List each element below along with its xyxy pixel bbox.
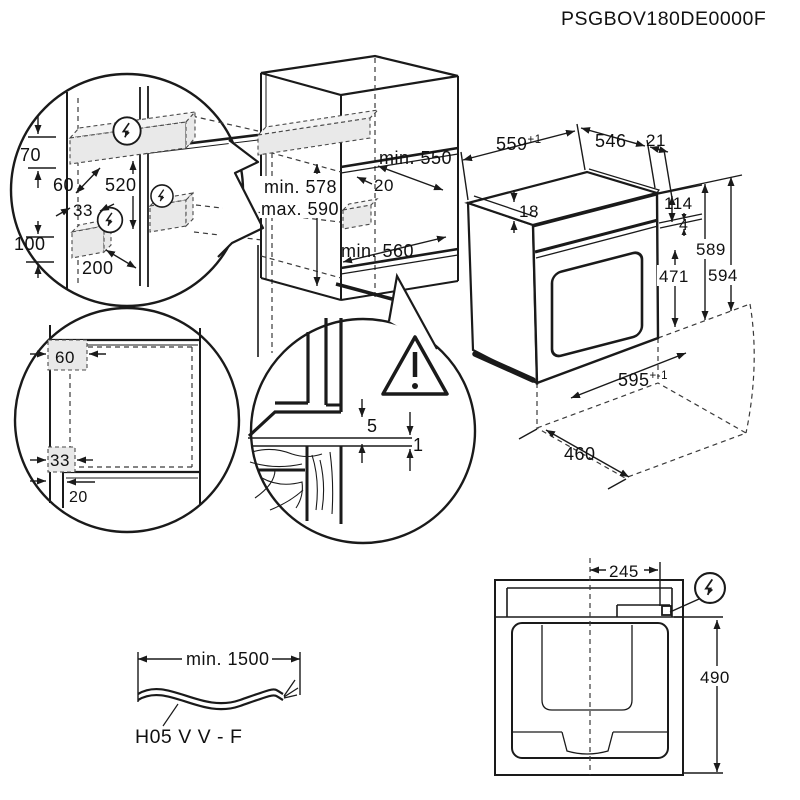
dim-panel-height: 114 (664, 194, 693, 213)
niche-front-detail-circle: 60 33 20 (13, 306, 241, 534)
wood-grain (249, 448, 334, 515)
dim-niche-height-min: min. 578 (264, 177, 337, 197)
dim-side-offset: 60 (53, 175, 74, 195)
dim-door-height: 471 (659, 267, 689, 286)
dim-front-width: 595+-1 (618, 370, 668, 390)
dim-lower-side-offset: 33 (73, 201, 93, 220)
dim-rear-clearance: 21 (646, 131, 666, 150)
dim-box-height: 520 (105, 175, 137, 195)
dim-top-recess: 18 (519, 202, 539, 221)
dim-plinth-inset: 20 (69, 489, 88, 506)
power-connection-icon (113, 117, 140, 144)
model-code: PSGBOV180DE0000F (561, 8, 766, 30)
cable-type-label: H05 V V - F (135, 726, 242, 748)
power-connection-icon (151, 185, 173, 207)
cabinet-drawing: min. 550 20 min. 578 max. 590 min. 560 (256, 54, 459, 357)
dim-front-lower-box-offset: 33 (50, 451, 70, 470)
dim-body-depth: 460 (564, 444, 596, 464)
dim-connection-offset: 245 (609, 562, 639, 581)
oven-door-handle (472, 351, 536, 383)
dim-niche-depth: min. 550 (379, 148, 452, 168)
oven-drawing: 559+1 546 21 18 114 4 471 589 594 595+-1… (460, 123, 755, 490)
dim-cable-length: min. 1500 (186, 649, 270, 669)
power-connection-icon (98, 208, 123, 233)
warning-icon (381, 335, 449, 396)
dim-cutout-width: 559+1 (496, 134, 542, 154)
power-connector (661, 605, 672, 616)
dim-frame-gap: 4 (679, 217, 688, 234)
wall-detail-circle: 70 60 520 33 100 200 (9, 72, 341, 308)
cabinet-junction-box (256, 109, 380, 156)
dim-lower-box-height: 100 (14, 234, 46, 254)
oven-door-window (550, 251, 644, 358)
dim-top-gap: 5 (367, 416, 378, 436)
front-junction-box-lower (47, 446, 76, 473)
dim-box-inset: 20 (374, 176, 394, 195)
cable (137, 679, 299, 711)
dim-body-width: 546 (595, 131, 627, 151)
power-connection-icon (695, 573, 725, 603)
detail-callout-arrow (217, 139, 265, 258)
power-cable-drawing: min. 1500 H05 V V - F (135, 648, 301, 748)
niche-junction-box (341, 198, 379, 230)
dim-niche-height-max: max. 590 (261, 199, 339, 219)
top-view-drawing: 245 490 (494, 558, 736, 776)
dim-front-top-box-offset: 60 (55, 348, 75, 367)
dim-niche-width: min. 560 (341, 241, 414, 261)
dim-front-height: 589 (696, 240, 726, 259)
clearance-detail-circle: 5 1 (247, 272, 477, 545)
dim-depth: 490 (700, 668, 730, 687)
front-junction-box-top (47, 339, 88, 371)
dim-top-offset: 70 (20, 145, 41, 165)
detail-callout-pointer (387, 272, 438, 350)
dim-front-overlap: 1 (413, 435, 424, 455)
dim-lower-box-depth: 200 (82, 258, 114, 278)
dim-total-height: 594 (708, 266, 738, 285)
